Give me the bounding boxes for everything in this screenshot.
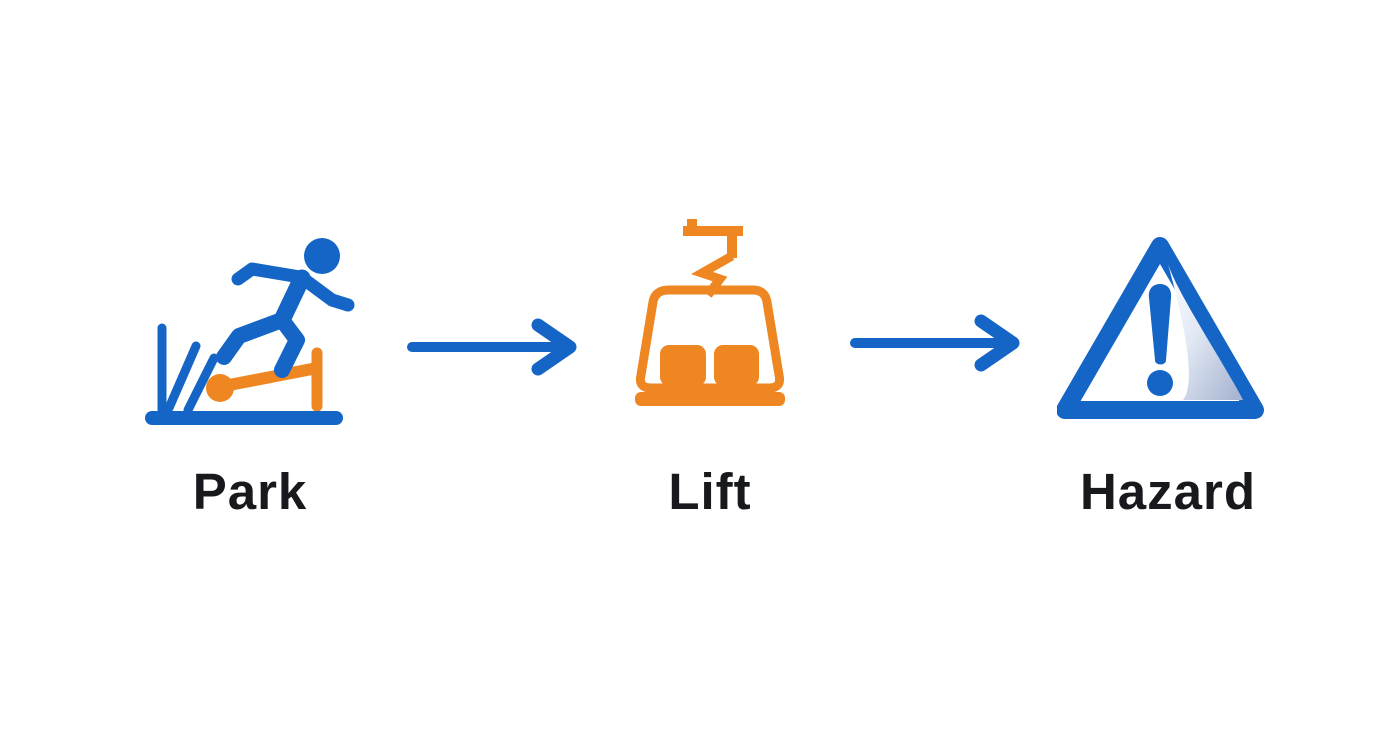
terrain-park-runner-icon xyxy=(145,238,355,425)
step-label-park: Park xyxy=(192,463,308,520)
ski-lift-gondola-icon xyxy=(635,219,785,406)
warning-triangle-icon xyxy=(1057,237,1264,419)
arrow-right-icon xyxy=(850,314,1020,372)
step-label-lift: Lift xyxy=(668,463,752,520)
arrow-right-icon xyxy=(407,318,577,376)
step-label-hazard: Hazard xyxy=(1079,463,1257,520)
